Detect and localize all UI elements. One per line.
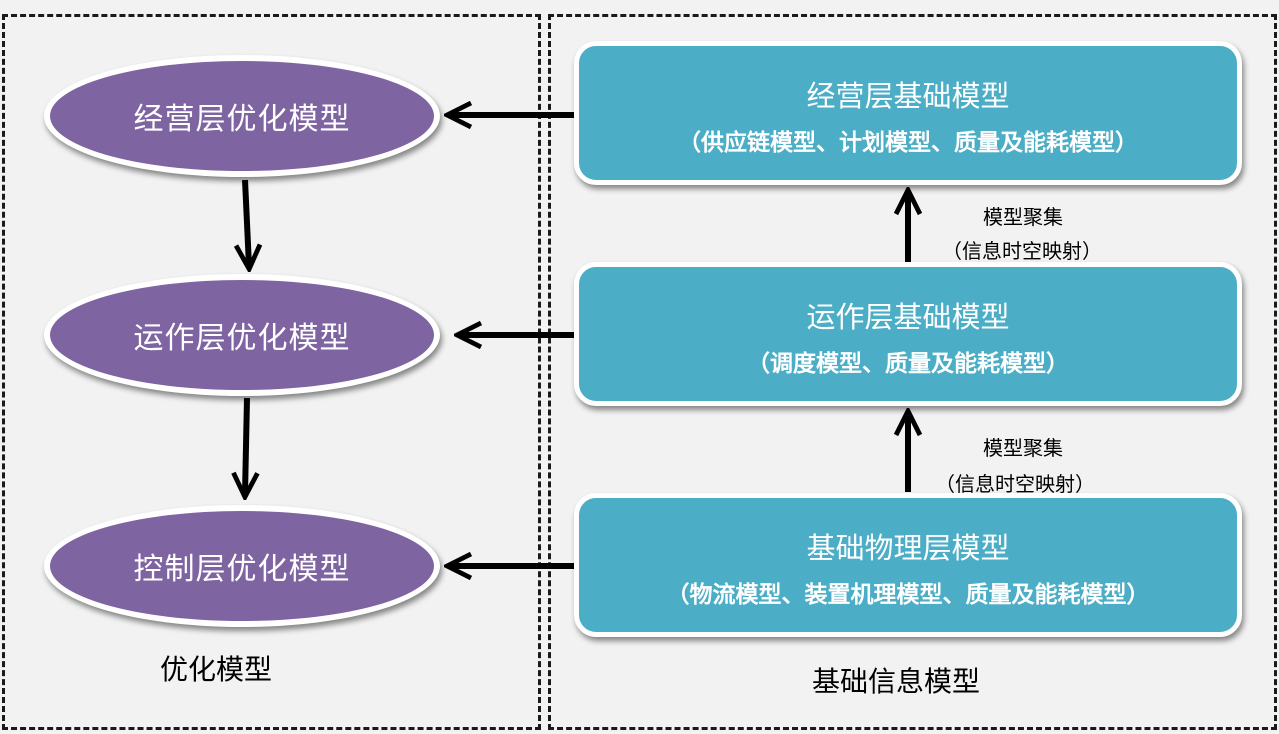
optimization-model-frame bbox=[2, 14, 541, 730]
physical-layer-basic-detail: （物流模型、装置机理模型、质量及能耗模型） bbox=[666, 582, 1150, 608]
basic-info-model-caption: 基础信息模型 bbox=[812, 665, 981, 698]
control-layer-optimization-model: 控制层优化模型 bbox=[44, 505, 440, 627]
operation-layer-basic-model: 经营层基础模型 （供应链模型、计划模型、质量及能耗模型） bbox=[574, 41, 1242, 185]
physical-layer-basic-title: 基础物理层模型 bbox=[806, 531, 1010, 565]
control-layer-optimization-label: 控制层优化模型 bbox=[133, 552, 351, 587]
arrow-opt-operation-to-run bbox=[245, 179, 249, 266]
physical-layer-basic-model: 基础物理层模型 （物流模型、装置机理模型、质量及能耗模型） bbox=[574, 493, 1242, 637]
run-layer-optimization-model: 运作层优化模型 bbox=[44, 274, 440, 396]
operation-layer-optimization-model: 经营层优化模型 bbox=[44, 55, 440, 177]
operation-layer-basic-title: 经营层基础模型 bbox=[806, 79, 1010, 113]
run-layer-optimization-label: 运作层优化模型 bbox=[133, 321, 351, 356]
run-layer-basic-detail: （调度模型、质量及能耗模型） bbox=[747, 351, 1069, 377]
upper-aggregation-label: 模型聚集 bbox=[983, 205, 1063, 229]
operation-layer-optimization-label: 经营层优化模型 bbox=[133, 102, 351, 137]
optimization-model-caption: 优化模型 bbox=[160, 653, 273, 686]
lower-aggregation-sublabel: （信息时空映射） bbox=[935, 472, 1095, 496]
basic-info-model-frame bbox=[548, 14, 1277, 730]
run-layer-basic-title: 运作层基础模型 bbox=[806, 300, 1010, 334]
run-layer-basic-model: 运作层基础模型 （调度模型、质量及能耗模型） bbox=[574, 262, 1242, 406]
upper-aggregation-sublabel: （信息时空映射） bbox=[942, 239, 1102, 263]
lower-aggregation-label: 模型聚集 bbox=[983, 436, 1063, 460]
operation-layer-basic-detail: （供应链模型、计划模型、质量及能耗模型） bbox=[678, 130, 1138, 156]
arrow-opt-run-to-control bbox=[245, 397, 247, 494]
